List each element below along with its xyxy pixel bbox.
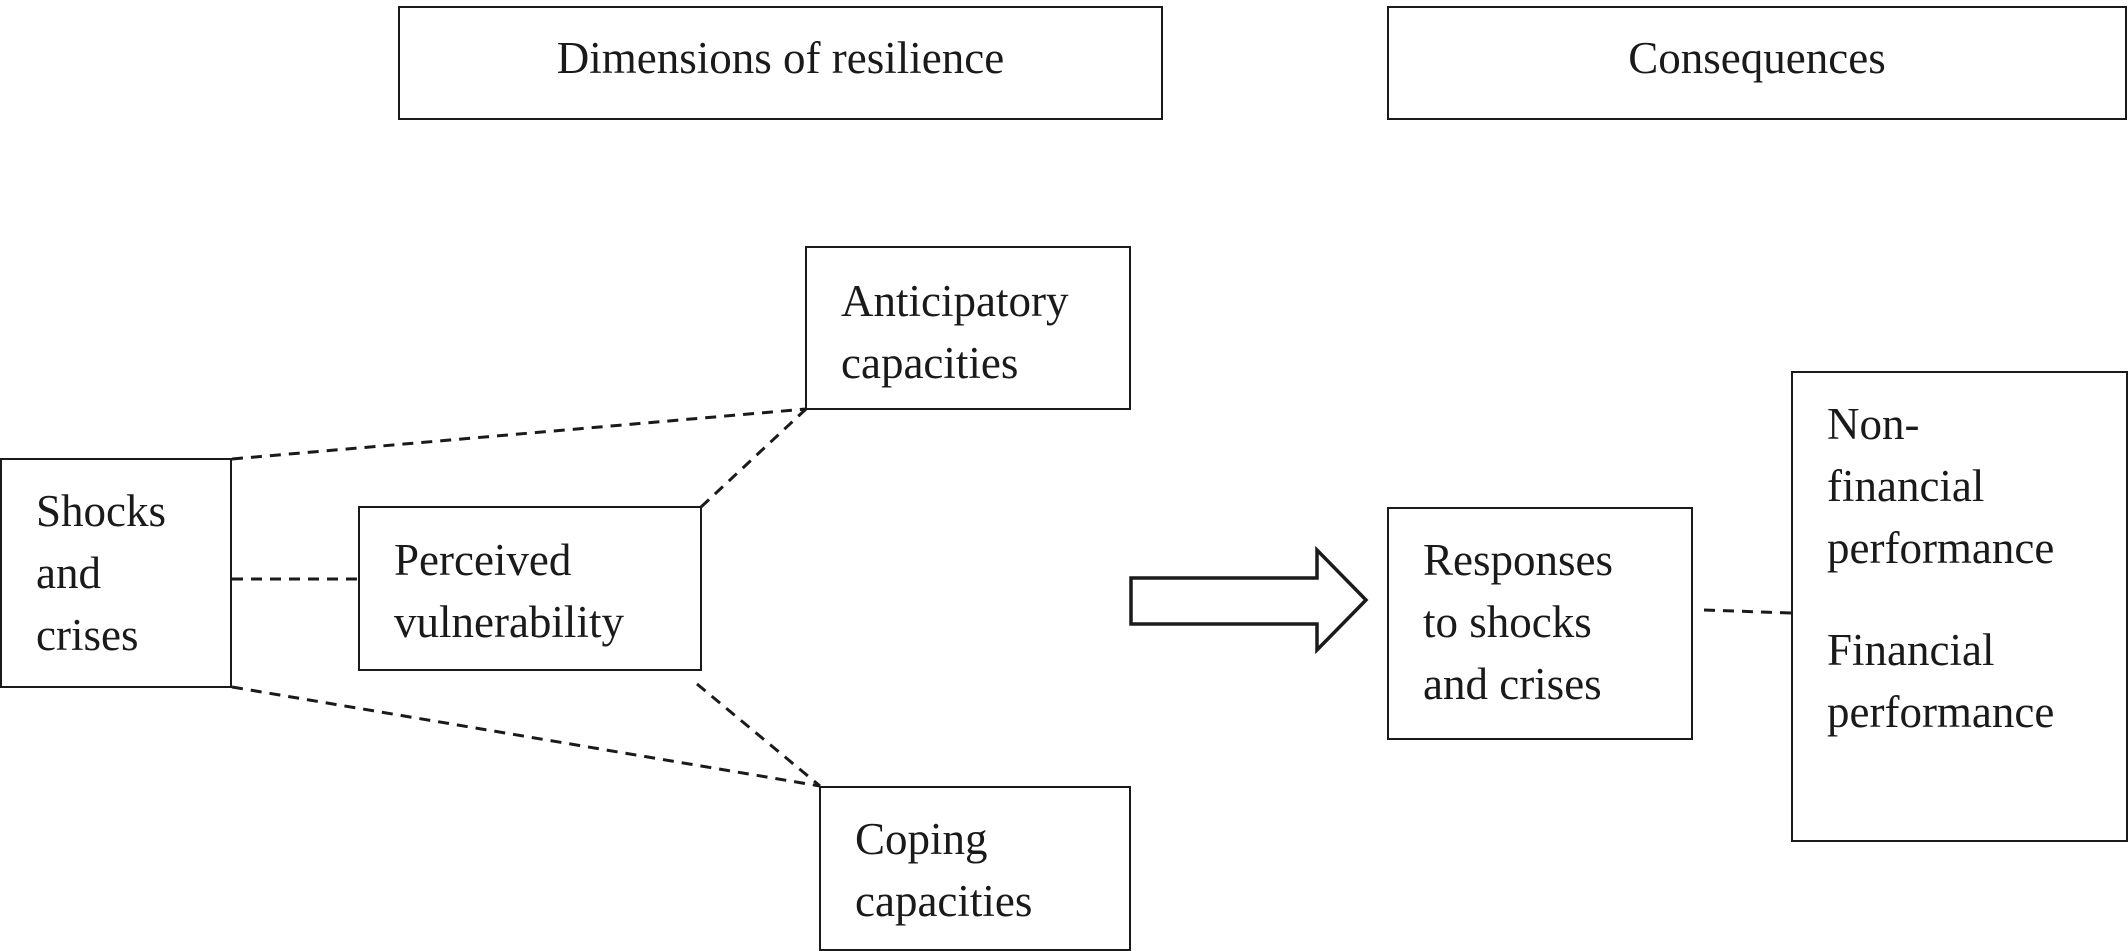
financial-performance-label: Financial performance	[1827, 619, 2126, 743]
dashed-link-responses-performance	[1703, 608, 1792, 615]
dashed-link-shocks-anticipatory	[231, 407, 807, 461]
consequences-header: Consequences	[1387, 6, 2127, 120]
perceived-line: Perceived	[394, 535, 572, 585]
coping-line: Coping	[855, 814, 988, 864]
shocks-and-crises-box: Shocks and crises	[0, 458, 232, 688]
spacer	[1827, 579, 2126, 619]
perceived-vulnerability-box: Perceived vulnerability	[358, 506, 702, 671]
dimensions-of-resilience-header: Dimensions of resilience	[398, 6, 1163, 120]
anticipatory-capacities-box: Anticipatory capacities	[805, 246, 1131, 410]
responses-line: Responses	[1423, 535, 1613, 585]
right-arrow-icon	[1129, 545, 1369, 655]
consequences-header-label: Consequences	[1628, 33, 1886, 83]
financial-line: performance	[1827, 687, 2055, 737]
coping-line: capacities	[855, 876, 1033, 926]
dashed-link-perceived-coping	[696, 682, 821, 788]
dimensions-header-label: Dimensions of resilience	[556, 33, 1005, 83]
perceived-line: vulnerability	[394, 597, 624, 647]
responses-line: and crises	[1423, 659, 1602, 709]
dashed-link-shocks-coping	[231, 685, 821, 788]
anticipatory-line: capacities	[841, 338, 1019, 388]
performance-box: Non- financial performance Financial per…	[1791, 371, 2128, 842]
responses-line: to shocks	[1423, 597, 1592, 647]
shocks-line: crises	[36, 610, 139, 660]
non-financial-line: Non-	[1827, 399, 1920, 449]
shocks-line: and	[36, 548, 101, 598]
non-financial-line: performance	[1827, 523, 2055, 573]
responses-to-shocks-box: Responses to shocks and crises	[1387, 507, 1693, 740]
non-financial-line: financial	[1827, 461, 1985, 511]
dashed-link-perceived-anticipatory	[699, 407, 808, 509]
financial-line: Financial	[1827, 625, 1995, 675]
coping-capacities-box: Coping capacities	[819, 786, 1131, 951]
anticipatory-line: Anticipatory	[841, 276, 1069, 326]
non-financial-performance-label: Non- financial performance	[1827, 393, 2126, 579]
shocks-line: Shocks	[36, 486, 167, 536]
